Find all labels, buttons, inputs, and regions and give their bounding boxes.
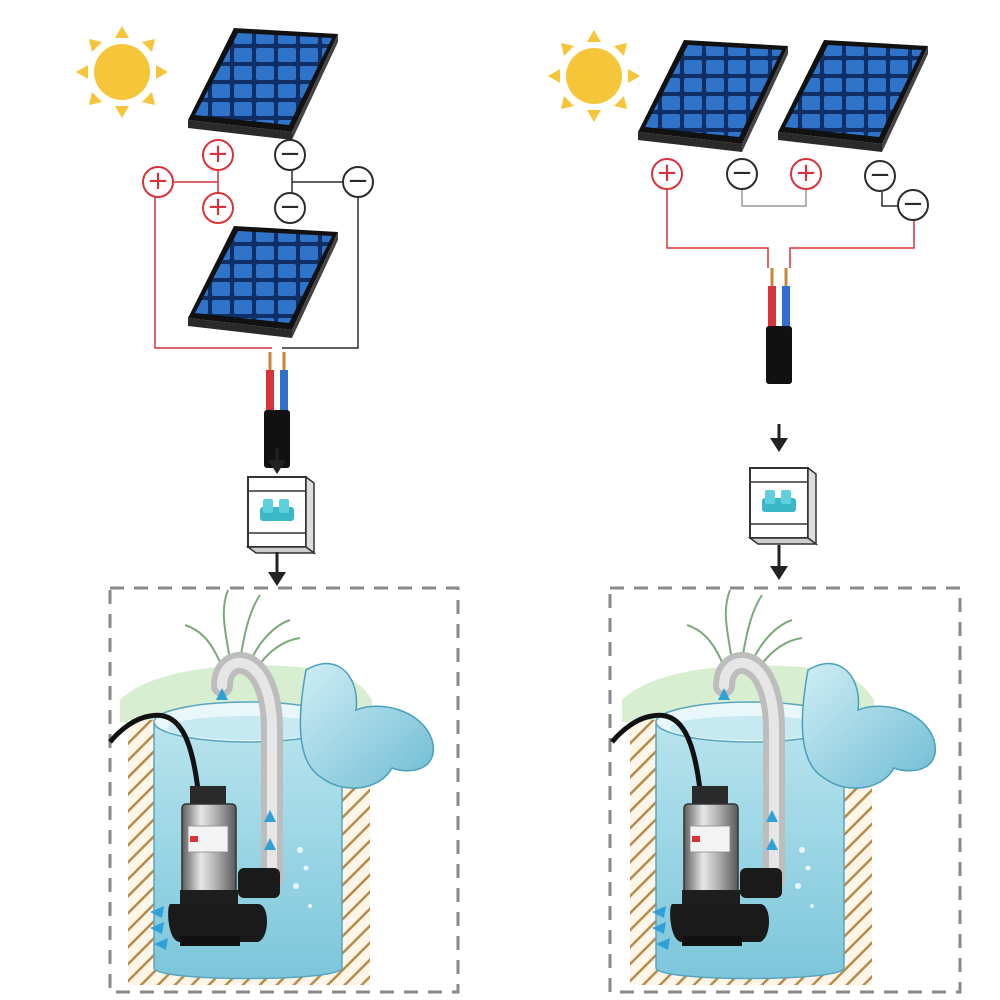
submersible-pump-icon xyxy=(110,590,433,985)
svg-text:−: − xyxy=(731,158,753,188)
terminal-negative-5: − xyxy=(274,192,306,224)
sun-icon xyxy=(76,26,168,118)
arrow-down-icon xyxy=(770,424,788,452)
arrow-down-icon xyxy=(770,545,788,580)
solar-panel-icon xyxy=(188,226,338,338)
pump-well-frame xyxy=(608,586,962,994)
terminal-positive-1: + xyxy=(142,166,174,198)
svg-text:−: − xyxy=(279,139,301,169)
svg-text:+: + xyxy=(795,158,817,188)
terminal-negative-4: − xyxy=(342,166,374,198)
svg-text:+: + xyxy=(147,166,169,196)
arrow-down-icon xyxy=(268,552,286,586)
solar-panel-icon xyxy=(188,28,338,140)
terminal-negative-3: − xyxy=(864,160,896,192)
terminal-negative-1: − xyxy=(726,158,758,190)
cable-icon xyxy=(766,268,792,384)
svg-text:+: + xyxy=(207,192,229,222)
svg-text:+: + xyxy=(207,139,229,169)
arrow-down-icon xyxy=(268,448,286,474)
submersible-pump-icon xyxy=(612,590,935,985)
negative-wire xyxy=(789,220,915,268)
positive-wire xyxy=(666,190,769,268)
terminal-positive-0: + xyxy=(202,139,234,171)
solar-panel-icon xyxy=(778,40,928,152)
terminal-negative-4: − xyxy=(897,189,929,221)
terminal-positive-2: + xyxy=(202,192,234,224)
svg-text:+: + xyxy=(656,158,678,188)
svg-text:−: − xyxy=(902,189,924,219)
sun-icon xyxy=(548,30,640,122)
breaker-icon xyxy=(749,467,817,545)
solar-panel-icon xyxy=(638,40,788,152)
terminal-positive-2: + xyxy=(790,158,822,190)
terminal-positive-0: + xyxy=(651,158,683,190)
breaker-icon xyxy=(247,476,315,554)
svg-text:−: − xyxy=(347,166,369,196)
pump-well-frame xyxy=(108,586,460,994)
svg-text:−: − xyxy=(869,160,891,190)
svg-text:−: − xyxy=(279,192,301,222)
negative-link-wire xyxy=(881,192,898,207)
terminal-negative-3: − xyxy=(274,139,306,171)
series-link-wire xyxy=(741,190,807,207)
